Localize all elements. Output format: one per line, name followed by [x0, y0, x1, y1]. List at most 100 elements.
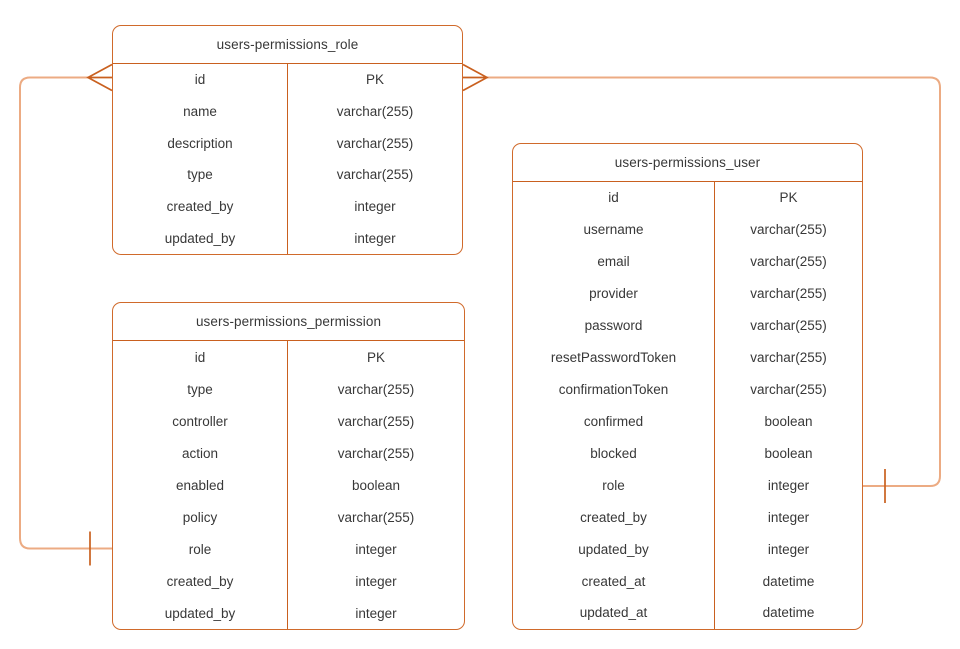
field-row: type varchar(255) [113, 159, 462, 191]
field-type: integer [767, 509, 810, 525]
field-row: description varchar(255) [113, 127, 462, 160]
field-name: role [513, 469, 715, 502]
entity-title: users-permissions_role [113, 26, 462, 64]
field-name: created_by [113, 565, 288, 597]
field-type: varchar(255) [336, 135, 414, 151]
field-type: varchar(255) [337, 445, 415, 461]
field-type: integer [354, 199, 396, 215]
field-type: integer [354, 230, 396, 246]
crows-foot-many-marker [462, 63, 489, 92]
field-row: updated_by integer [113, 222, 462, 255]
field-row: id PK [113, 64, 462, 96]
entity-users-permissions-role[interactable]: users-permissions_role id PK name varchar(2… [112, 25, 463, 255]
field-row: created_by integer [513, 501, 862, 534]
field-type: varchar(255) [336, 167, 414, 183]
field-type: PK [365, 72, 384, 88]
field-type: integer [355, 573, 397, 589]
field-name: enabled [113, 469, 288, 501]
field-type: varchar(255) [337, 413, 415, 429]
field-row: updated_by integer [513, 533, 862, 566]
relationship-role-permission[interactable] [19, 63, 113, 566]
field-row: action varchar(255) [113, 437, 464, 469]
field-row: created_by integer [113, 190, 462, 223]
field-row: confirmationToken varchar(255) [513, 373, 862, 406]
field-row: created_at datetime [513, 565, 862, 597]
field-type: varchar(255) [750, 381, 827, 397]
field-name: confirmed [513, 405, 715, 438]
field-row: created_by integer [113, 565, 464, 597]
field-name: policy [113, 501, 288, 533]
field-type: boolean [764, 413, 813, 429]
field-name: name [113, 95, 288, 128]
field-type: integer [355, 605, 397, 621]
field-name: updated_by [113, 597, 288, 629]
field-name: blocked [513, 437, 715, 470]
field-name: updated_by [513, 533, 715, 566]
field-name: updated_at [513, 596, 715, 629]
field-name: resetPasswordToken [513, 341, 715, 374]
field-name: description [113, 127, 288, 160]
field-name: action [113, 437, 288, 469]
field-name: id [113, 341, 288, 373]
field-row: blocked boolean [513, 437, 862, 470]
field-row: username varchar(255) [513, 213, 862, 246]
field-name: type [113, 373, 288, 405]
field-name: type [113, 159, 288, 191]
entity-title: users-permissions_permission [113, 303, 464, 341]
field-name: confirmationToken [513, 373, 715, 406]
field-name: id [113, 64, 288, 96]
field-type: varchar(255) [750, 318, 827, 334]
field-type: boolean [764, 445, 813, 461]
relationship-role-user[interactable] [462, 63, 941, 504]
field-type: integer [767, 477, 810, 493]
field-type: varchar(255) [337, 509, 415, 525]
field-name: provider [513, 277, 715, 310]
field-type: PK [779, 190, 798, 206]
field-row: enabled boolean [113, 469, 464, 501]
relationship-line[interactable] [19, 76, 112, 550]
entity-users-permissions-permission[interactable]: users-permissions_permission id PK type var… [112, 302, 465, 630]
field-name: role [113, 533, 288, 565]
field-type: datetime [762, 573, 815, 589]
entity-users-permissions-user[interactable]: users-permissions_user id PK username varch… [512, 143, 863, 630]
field-row: id PK [113, 341, 464, 373]
field-name: password [513, 309, 715, 342]
field-type: varchar(255) [336, 104, 414, 119]
relationship-line[interactable] [487, 76, 941, 487]
field-name: updated_by [113, 222, 288, 255]
field-row: id PK [513, 182, 862, 214]
field-type: PK [366, 349, 385, 365]
field-name: created_at [513, 565, 715, 597]
field-name: username [513, 213, 715, 246]
field-row: type varchar(255) [113, 373, 464, 405]
entity-title: users-permissions_user [513, 144, 862, 182]
field-type: integer [767, 541, 810, 557]
field-type: varchar(255) [750, 254, 827, 270]
field-row: role integer [113, 533, 464, 565]
field-row: resetPasswordToken varchar(255) [513, 341, 862, 374]
field-row: confirmed boolean [513, 405, 862, 438]
field-type: varchar(255) [750, 222, 827, 238]
entity-fields: id PK username varchar(255) email varchar(255… [513, 182, 862, 629]
field-type: varchar(255) [337, 381, 415, 397]
field-name: id [513, 182, 715, 214]
field-row: password varchar(255) [513, 309, 862, 342]
field-row: name varchar(255) [113, 95, 462, 128]
field-name: created_by [113, 190, 288, 223]
field-type: integer [355, 541, 397, 557]
field-type: boolean [351, 477, 401, 493]
field-row: role integer [513, 469, 862, 502]
field-row: policy varchar(255) [113, 501, 464, 533]
field-row: updated_by integer [113, 597, 464, 629]
entity-fields: id PK name varchar(255) description varchar(2… [113, 64, 462, 255]
field-name: created_by [513, 501, 715, 534]
field-type: varchar(255) [750, 350, 827, 366]
field-row: email varchar(255) [513, 245, 862, 278]
field-name: email [513, 245, 715, 278]
